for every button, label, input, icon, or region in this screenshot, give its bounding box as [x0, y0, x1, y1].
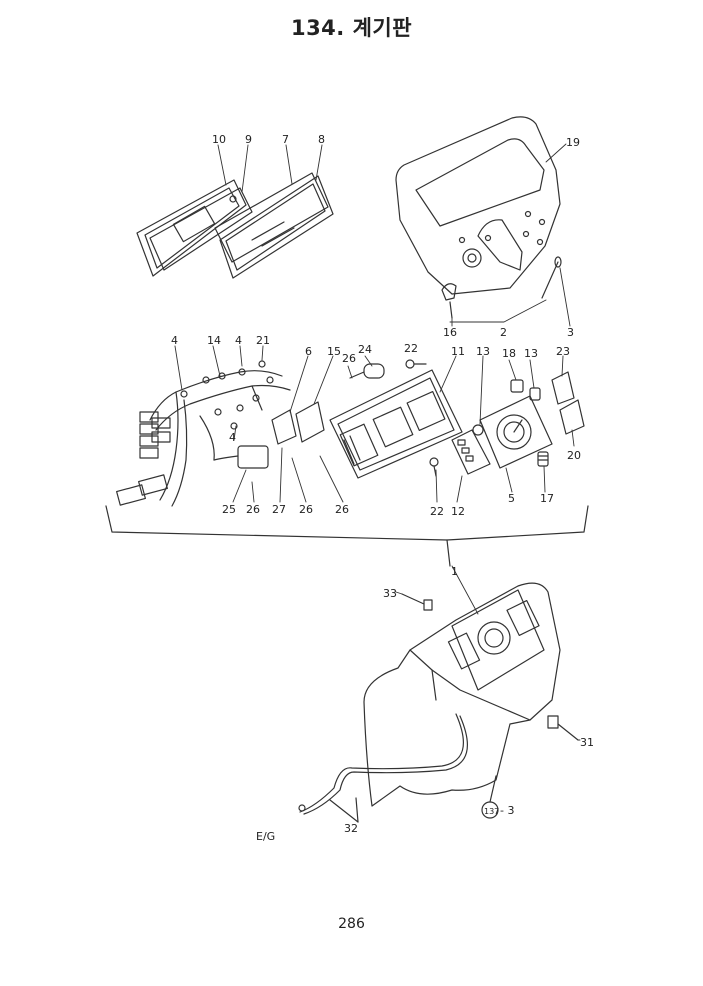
- gasket-frame-10: [136, 179, 247, 277]
- indicator-panel-12: [451, 429, 491, 475]
- rubber-seal-8: [219, 175, 334, 279]
- gauge-20: [559, 399, 585, 435]
- callout-26-c: 26: [299, 503, 313, 516]
- callout-3-b: - 3: [500, 804, 514, 817]
- cable-3-top: [541, 256, 562, 299]
- callout-14: 14: [207, 334, 221, 347]
- bracket-2: [441, 283, 457, 319]
- callout-3: 3: [567, 326, 574, 339]
- spring-17: [537, 451, 549, 467]
- callout-25: 25: [222, 503, 236, 516]
- bracket-6: [271, 409, 297, 445]
- plate-15: [295, 401, 325, 443]
- callout-17: 17: [540, 492, 554, 505]
- callout-13-b: 13: [524, 347, 538, 360]
- callout-9: 9: [245, 133, 252, 146]
- callout-24: 24: [358, 343, 372, 356]
- callout-137: 137: [484, 807, 499, 816]
- callout-2: 2: [500, 326, 507, 339]
- meter-body-11: [329, 369, 463, 479]
- cowl-assembly: [363, 582, 561, 807]
- socket-13b: [529, 387, 541, 401]
- lens-glass-7: [214, 172, 329, 263]
- page-number: 286: [338, 916, 365, 932]
- callout-20: 20: [567, 449, 581, 462]
- callout-10: 10: [212, 133, 226, 146]
- sensor-25: [213, 445, 269, 469]
- cover-panel-9: [149, 187, 253, 271]
- speedo-cable-32: [298, 713, 468, 823]
- knob-13: [472, 424, 484, 436]
- callout-15: 15: [327, 345, 341, 358]
- callout-5: 5: [508, 492, 515, 505]
- gauge-23: [551, 371, 575, 405]
- callout-4-a: 4: [171, 334, 178, 347]
- screw-22-top: [405, 359, 427, 369]
- callout-21: 21: [256, 334, 270, 347]
- callout-labels: 10 9 7 8 19 16 2 3 4 14 4 21 6 15 26 24 …: [171, 133, 594, 843]
- callout-26-a: 26: [342, 352, 356, 365]
- assembly-bracket: [105, 505, 589, 567]
- leader-lines: [174, 143, 581, 741]
- callout-19: 19: [566, 136, 580, 149]
- callout-11: 11: [451, 345, 465, 358]
- meter-housing-19: [395, 116, 561, 295]
- callout-1: 1: [451, 565, 458, 578]
- wiring-harness: [116, 360, 291, 507]
- callout-4-b: 4: [235, 334, 242, 347]
- callout-13-a: 13: [476, 345, 490, 358]
- callout-23: 23: [556, 345, 570, 358]
- callout-26-d: 26: [335, 503, 349, 516]
- screw-22-bottom: [429, 457, 439, 477]
- callout-6: 6: [305, 345, 312, 358]
- callout-16: 16: [443, 326, 457, 339]
- callout-eg: E/G: [256, 830, 275, 843]
- lamp-18: [510, 379, 524, 393]
- callout-22-a: 22: [404, 342, 418, 355]
- clip-137: [481, 775, 499, 819]
- page-title: 134. 계기판: [290, 16, 413, 40]
- callout-32: 32: [344, 822, 358, 835]
- callout-18: 18: [502, 347, 516, 360]
- bulb-24: [349, 363, 385, 379]
- gauge-plate-5: [479, 395, 553, 469]
- callout-27: 27: [272, 503, 286, 516]
- callout-12: 12: [451, 505, 465, 518]
- callout-4-c: 4: [229, 431, 236, 444]
- callout-33: 33: [383, 587, 397, 600]
- callout-31: 31: [580, 736, 594, 749]
- callout-8: 8: [318, 133, 325, 146]
- callout-26-b: 26: [246, 503, 260, 516]
- callout-7: 7: [282, 133, 289, 146]
- callout-22-b: 22: [430, 505, 444, 518]
- screw-33: [401, 593, 433, 611]
- screw-31: [547, 715, 579, 741]
